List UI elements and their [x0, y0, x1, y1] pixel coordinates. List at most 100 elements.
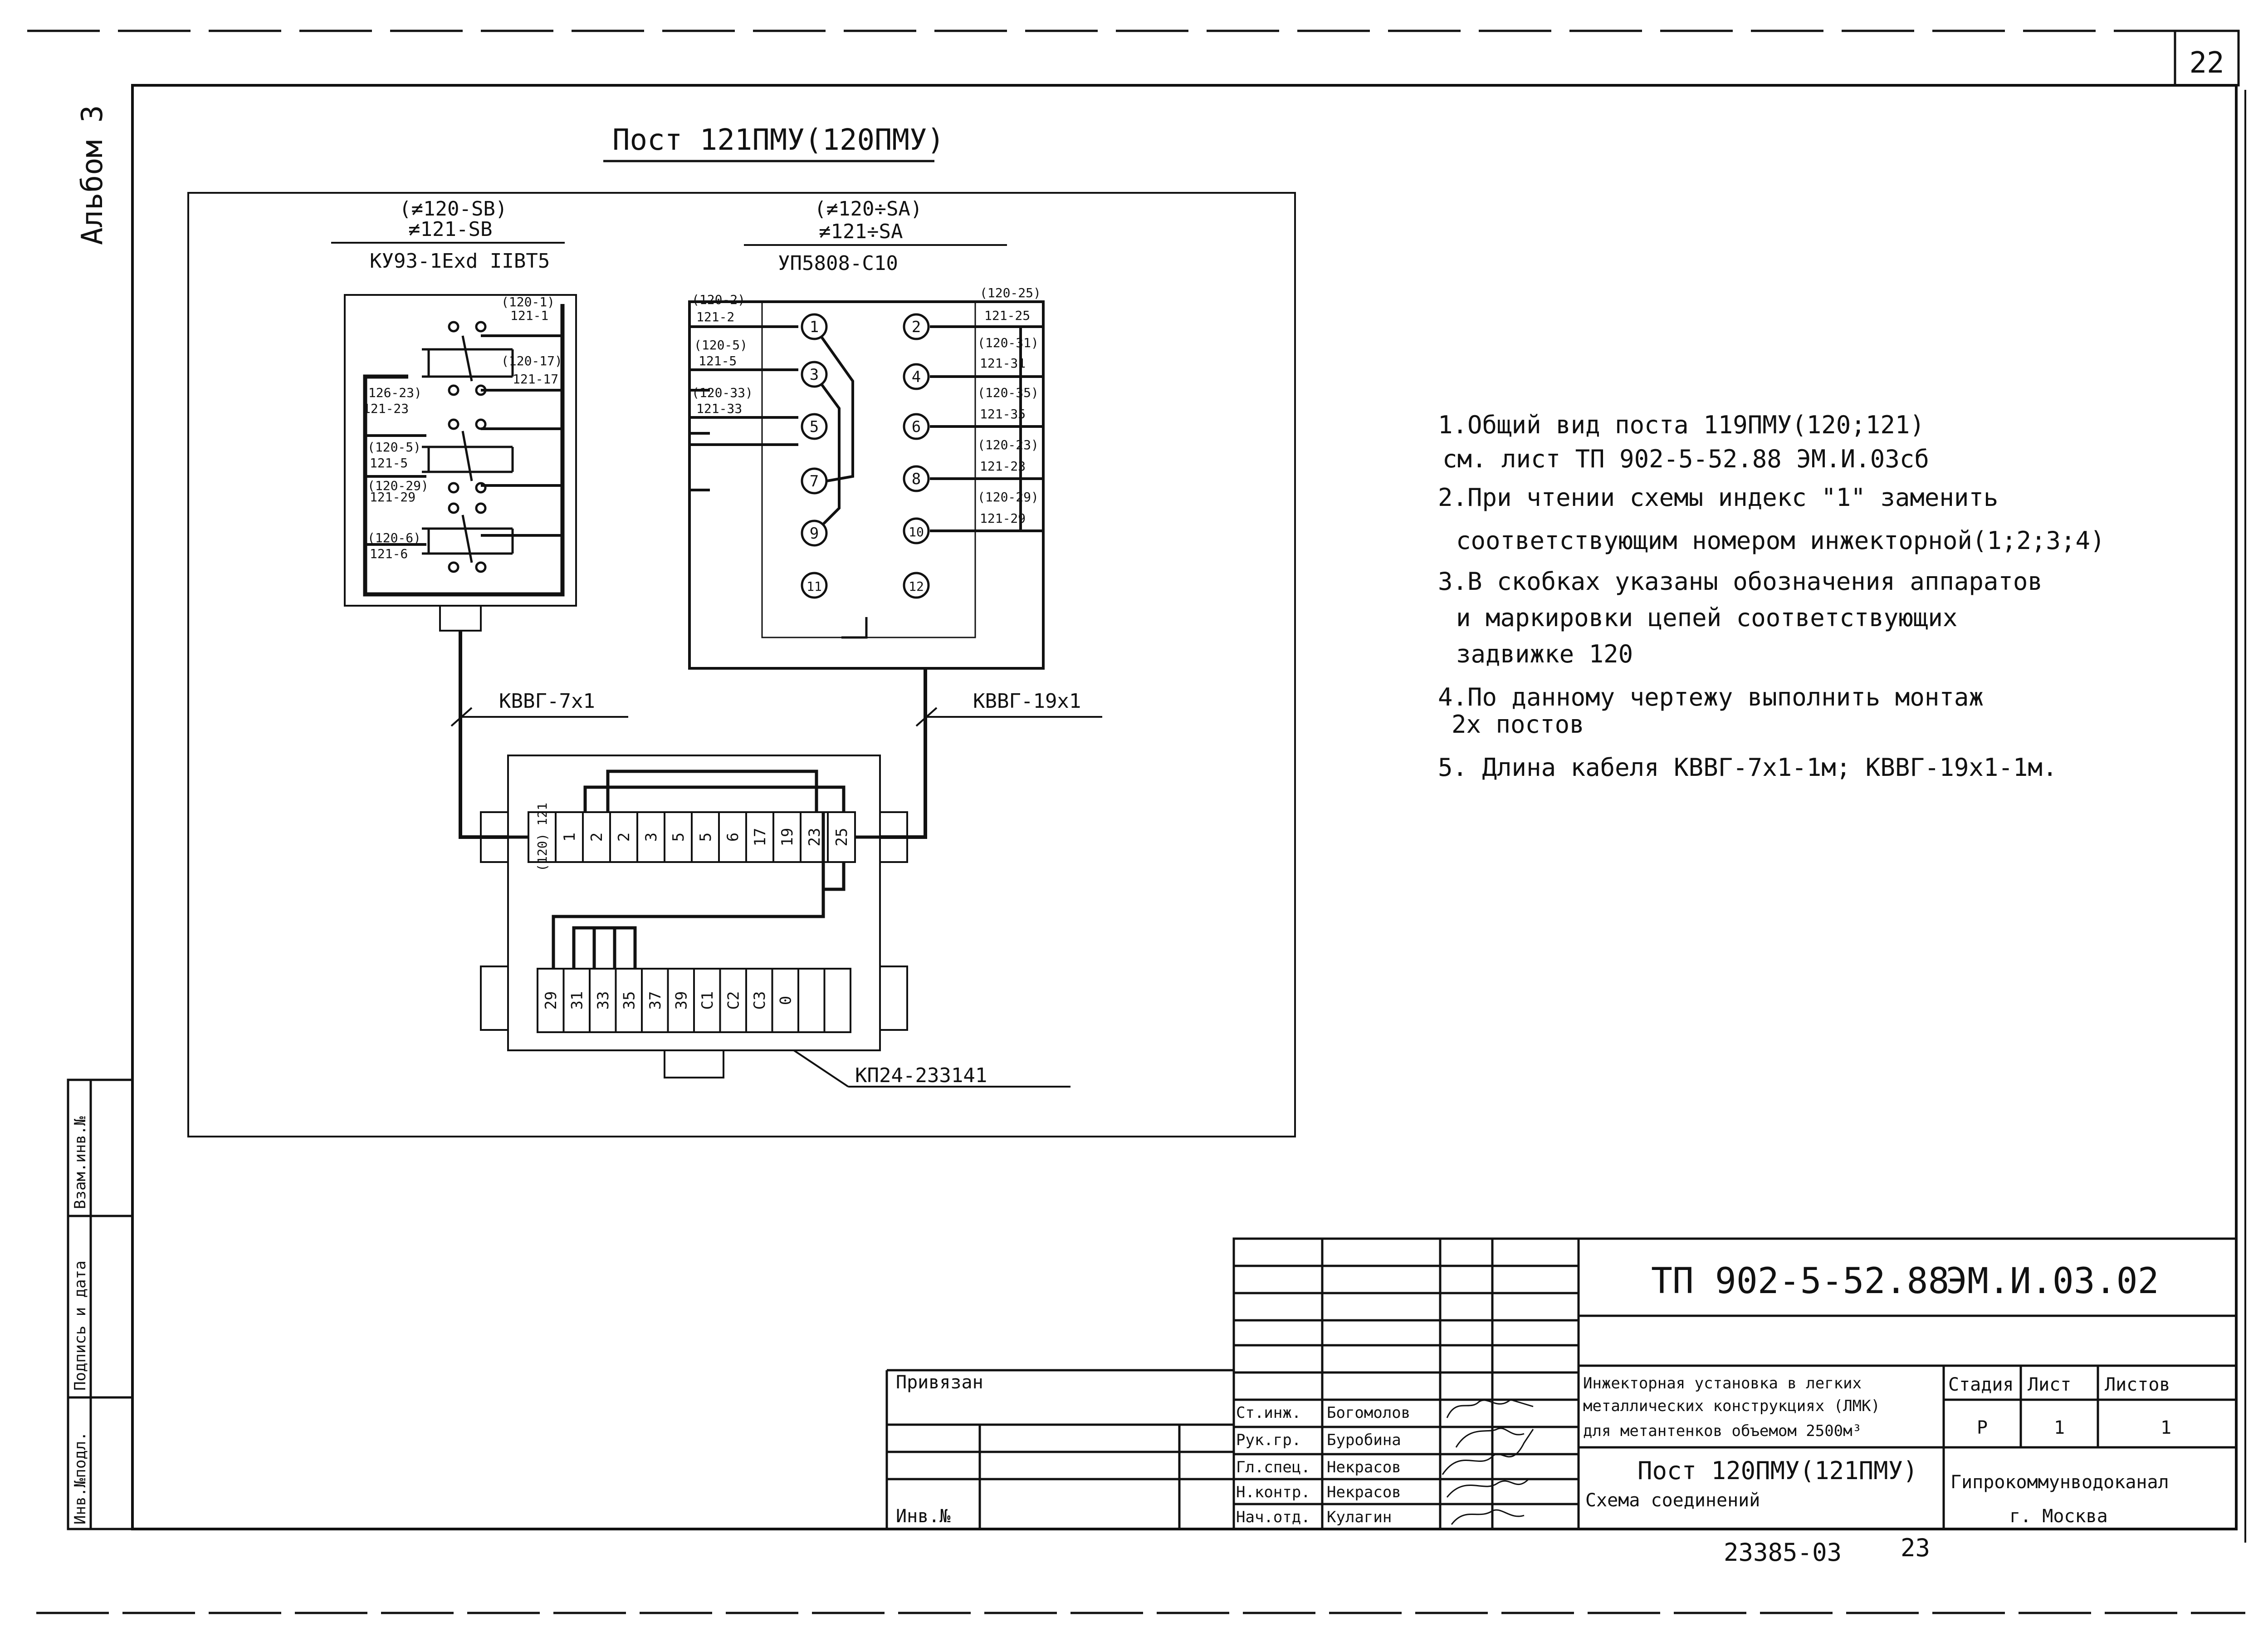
title-block-drawing-title-2: Схема соединений: [1585, 1490, 1760, 1511]
title-block-sheet-code: ЭМ.И.03.02: [1946, 1261, 2159, 1302]
right-device-right-label-2-top: (120-35): [978, 385, 1039, 400]
title-block-sheet: 1: [2054, 1417, 2065, 1438]
left-device-label-10: (120-6): [367, 530, 421, 545]
note-line: 2.При чтении схемы индекс "1" заменить: [1438, 483, 1998, 512]
note-line: соответствующим номером инжекторной(1;2;…: [1456, 526, 2105, 555]
role-title: Н.контр.: [1236, 1483, 1310, 1501]
title-block-roles: Ст.инж.БогомоловРук.гр.БуробинаГл.спец.Н…: [1236, 1404, 1410, 1526]
right-device-left-label-0-bottom: 121-2: [696, 309, 734, 324]
title-block-sheets-header: Листов: [2105, 1374, 2170, 1395]
side-stamp-inv-podl: Инв.№подл.: [71, 1431, 89, 1524]
role-title: Рук.гр.: [1236, 1431, 1301, 1449]
album-label: Альбом 3: [76, 105, 109, 245]
left-device-label-5: 121-23: [363, 401, 409, 416]
project-title-line: для метантенков объемом 2500м³: [1583, 1422, 1862, 1440]
bottom-terminal-label: С2: [724, 991, 743, 1010]
contact-8: 8: [912, 470, 921, 488]
signatures: [1442, 1399, 1534, 1525]
top-terminal-label: 5: [670, 833, 688, 842]
note-line: 3.В скобках указаны обозначения аппарато…: [1438, 567, 2043, 596]
role-title: Ст.инж.: [1236, 1404, 1301, 1422]
left-device-label-6: (120-5): [367, 440, 421, 455]
bottom-terminal-label: С3: [751, 991, 769, 1010]
note-line: см. лист ТП 902-5-52.88 ЭМ.И.03сб: [1442, 445, 1929, 473]
top-terminal-label: 23: [806, 828, 824, 847]
left-device-label-4: (126-23): [361, 385, 422, 400]
right-device-code-top: (≠120÷SA): [814, 197, 922, 221]
sheet-number: 22: [2189, 46, 2224, 80]
left-device-code-top: (≠120-SB): [399, 197, 507, 221]
top-terminal-header: (120) 121: [535, 803, 550, 872]
cable-right-label: КВВГ-19х1: [973, 690, 1081, 713]
diagram-boundary: [187, 192, 1296, 1137]
side-stamp: [67, 1078, 134, 1530]
contact-12: 12: [909, 579, 924, 594]
top-terminal-label: 2: [588, 833, 606, 842]
cable-ticks: [450, 707, 1102, 727]
right-device-right-label-2-bottom: 121-35: [980, 407, 1026, 422]
title-block-org: Гипрокоммунводоканал: [1950, 1472, 2169, 1493]
note-line: 2х постов: [1452, 710, 1584, 739]
top-terminal-label: 25: [833, 828, 851, 847]
title-block-sheets: 1: [2160, 1417, 2171, 1438]
left-device-label-7: 121-5: [370, 456, 408, 471]
title-block-stage-header: Стадия: [1948, 1374, 2014, 1395]
left-device-model: КУ93-1Exd IIВТ5: [370, 250, 550, 273]
title-block-inv-no: Инв.№: [896, 1506, 950, 1527]
side-stamp-podpis: Подпись и дата: [71, 1260, 89, 1391]
bottom-terminal-label: 35: [620, 991, 638, 1010]
top-terminal-label: 17: [751, 828, 769, 847]
top-terminal-label: 3: [642, 833, 660, 842]
contact-9: 9: [810, 524, 819, 543]
right-device-left-label-2-top: (120-33): [692, 385, 753, 400]
title-block-doc-code: ТП 902-5-52.88: [1651, 1261, 1949, 1302]
right-device-right-label-0-bottom: 121-25: [984, 308, 1030, 323]
note-line: 4.По данному чертежу выполнить монтаж: [1438, 683, 1984, 711]
contact-1: 1: [810, 318, 819, 336]
title-block: [885, 1237, 2238, 1530]
role-name: Кулагин: [1327, 1508, 1392, 1526]
note-line: задвижке 120: [1456, 640, 1633, 668]
right-device-right-label-3-bottom: 121-23: [980, 459, 1026, 474]
sheet-frame: [27, 29, 2246, 1614]
title-block-city: г. Москва: [2009, 1506, 2108, 1527]
left-device: (≠120-SB) ≠121-SB КУ93-1Exd IIВТ5 (120-1…: [331, 197, 577, 632]
left-device-label-3: 121-17: [513, 372, 558, 387]
title-block-privyazan: Привязан: [896, 1372, 983, 1393]
top-terminal-label: 2: [615, 833, 633, 842]
title-block-sheet-header: Лист: [2028, 1374, 2071, 1395]
role-title: Гл.спец.: [1236, 1458, 1310, 1476]
bottom-terminal-label: 37: [646, 991, 665, 1010]
right-device-right-label-0-top: (120-25): [980, 285, 1041, 300]
left-device-label-8: (120-29): [367, 478, 429, 493]
right-device-right-label-4-top: (120-29): [978, 490, 1039, 505]
left-device-label-9: 121-29: [370, 490, 415, 505]
junction-model: КП24-233141: [855, 1064, 987, 1087]
right-device-right-label-4-bottom: 121-29: [980, 511, 1026, 526]
bottom-terminal-label: С1: [699, 991, 717, 1010]
right-device-left-label-1-top: (120-5): [694, 338, 748, 353]
left-device-label-11: 121-6: [370, 546, 408, 561]
title-block-drawing-title-1: Пост 120ПМУ(121ПМУ): [1637, 1456, 1918, 1485]
role-title: Нач.отд.: [1236, 1508, 1310, 1526]
left-device-label-0: (120-1): [501, 294, 555, 309]
project-title-line: Инжекторная установка в легких: [1583, 1374, 1862, 1392]
right-device-left-label-2-bottom: 121-33: [696, 401, 742, 416]
right-device: (≠120÷SA) ≠121÷SA УП5808-С10 1 2 3: [688, 197, 1045, 670]
contact-6: 6: [912, 418, 921, 436]
contact-5: 5: [810, 418, 819, 436]
title-block-project-title: Инжекторная установка в легкихметалличес…: [1583, 1374, 1880, 1440]
role-name: Некрасов: [1327, 1483, 1401, 1501]
right-device-left-label-0-top: (120-2): [692, 292, 745, 307]
right-device-code-bottom: ≠121÷SA: [819, 220, 903, 243]
side-stamp-vzam: Взам.инв.№: [71, 1116, 89, 1209]
contact-2: 2: [912, 318, 921, 336]
right-device-right-label-1-bottom: 121-31: [980, 356, 1026, 371]
top-terminal-label: 5: [697, 833, 715, 842]
bottom-terminal-label: 0: [777, 996, 795, 1005]
bottom-terminal-label: 39: [672, 991, 690, 1010]
right-device-right-label-1-top: (120-31): [978, 335, 1039, 350]
